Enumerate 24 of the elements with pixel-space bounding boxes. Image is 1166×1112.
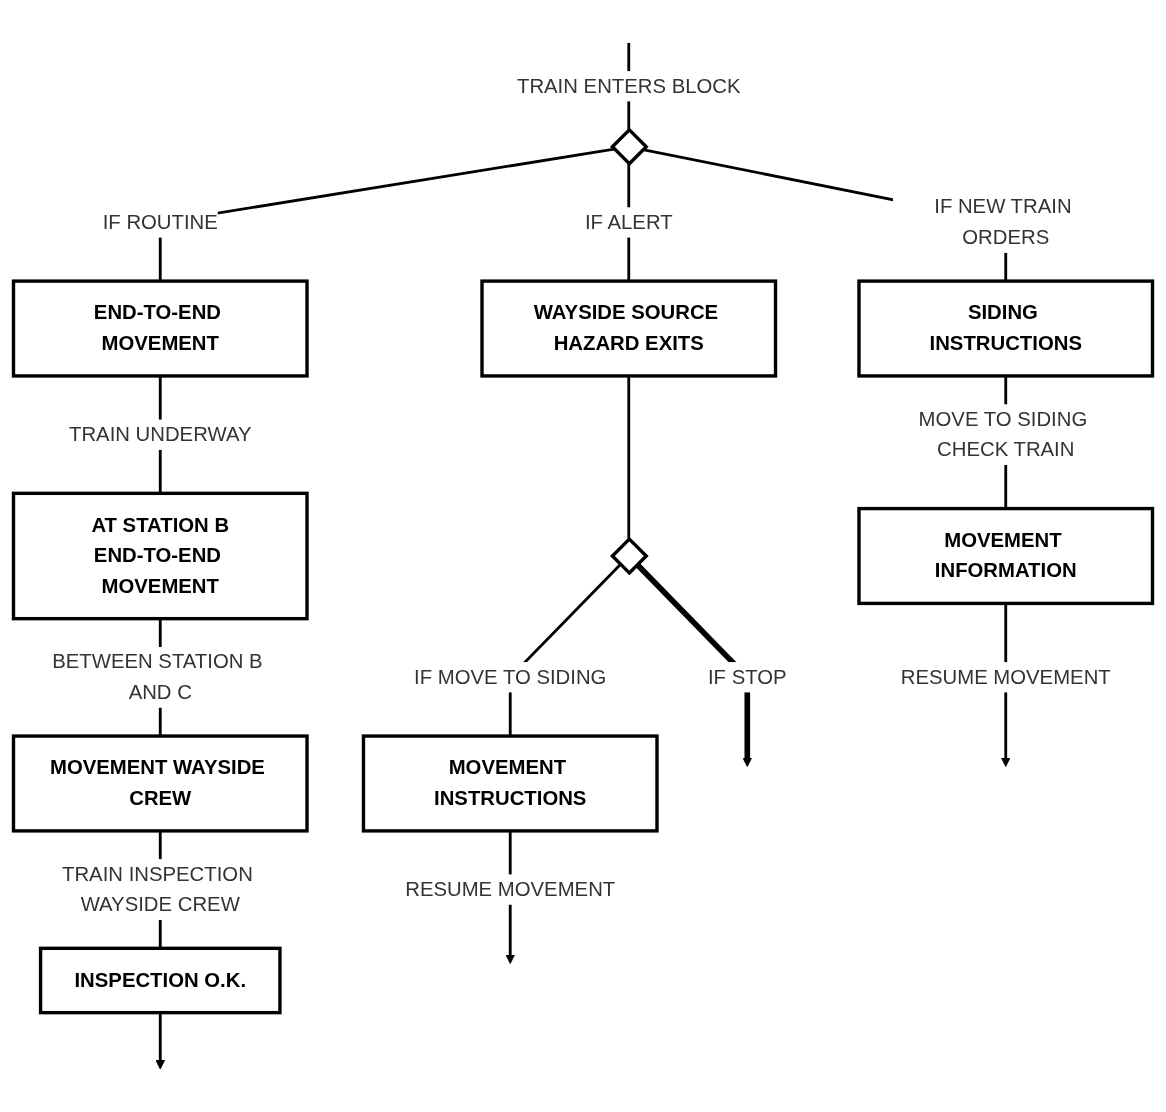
node-box: SIDING INSTRUCTIONS — [857, 279, 1155, 378]
edge-label: BETWEEN STATION B AND C — [52, 650, 263, 704]
node-box: INSPECTION O.K. — [38, 946, 282, 1015]
node-box: WAYSIDE SOURCE HAZARD EXITS — [480, 279, 778, 378]
node-box: MOVEMENT INFORMATION — [857, 506, 1155, 606]
connector — [627, 375, 631, 540]
edge-label: IF NEW TRAIN ORDERS — [934, 195, 1072, 249]
node-diamond — [610, 536, 649, 576]
edge-label: IF ALERT — [584, 210, 673, 234]
edge-label: IF STOP — [707, 665, 787, 689]
node-box: AT STATION B END-TO-END MOVEMENT — [11, 491, 309, 621]
edge-label: TRAIN ENTERS BLOCK — [516, 74, 741, 98]
edge-label: TRAIN INSPECTION WAYSIDE CREW — [62, 862, 253, 916]
edge-label: IF MOVE TO SIDING — [414, 665, 607, 689]
edge-label: TRAIN UNDERWAY — [68, 422, 252, 446]
node-box: END-TO-END MOVEMENT — [11, 279, 309, 378]
node-box: MOVEMENT INSTRUCTIONS — [361, 734, 659, 833]
edge-label: RESUME MOVEMENT — [405, 877, 616, 901]
edge-label: RESUME MOVEMENT — [900, 665, 1111, 689]
edge-label: IF ROUTINE — [102, 210, 218, 234]
arrow — [155, 1012, 166, 1070]
edge-label: MOVE TO SIDING CHECK TRAIN — [918, 407, 1088, 461]
node-box: MOVEMENT WAYSIDE CREW — [11, 734, 309, 833]
node-diamond — [610, 127, 649, 167]
